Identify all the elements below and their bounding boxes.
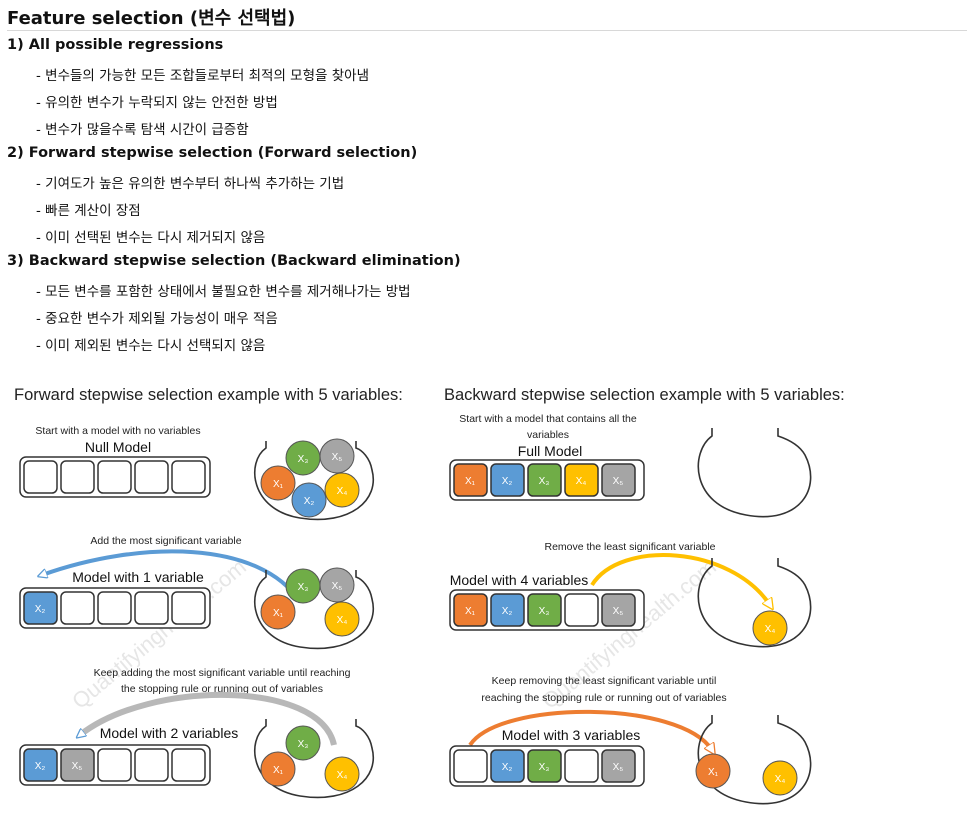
backward-caption-keep-2: reaching the stopping rule or running ou… [481,692,726,704]
backward-model-3-label: Model with 3 variables [502,727,641,743]
backward-full-x5: X₅ [613,476,624,487]
stepwise-selection-diagram: Quantifyinghealth.com Quantifyinghealth.… [14,386,845,805]
backward-bag-3-x4: X₄ [775,774,786,785]
backward-keep-removing-arrow [468,709,712,750]
page-title: Feature selection (변수 선택법) [7,8,296,29]
forward-keep-adding-arrow [80,691,337,746]
backward-full-x1: X₁ [465,476,476,487]
backward-bag-2-variables: X₄ [752,610,788,646]
section-2-item-3: - 이미 선택된 변수는 다시 제거되지 않음 [36,230,266,246]
forward-bag-1-x1: X₁ [273,479,284,490]
section-1-item-1: - 변수들의 가능한 모든 조합들로부터 최적의 모형을 찾아냄 [36,68,369,84]
forward-bag-1-x3: X₃ [298,454,309,465]
backward-full-x2: X₂ [502,476,513,487]
backward-model-3-x3: X₃ [539,762,550,773]
forward-caption-start: Start with a model with no variables [35,425,200,437]
backward-remove-arrow [590,553,770,605]
section-3-item-2: - 중요한 변수가 제외될 가능성이 매우 적음 [36,311,278,327]
backward-caption-start-1: Start with a model that contains all the [459,413,637,425]
forward-bag-2-x1: X₁ [273,608,284,619]
forward-bag-1-variables: X₃ X₅ X₁ X₂ X₄ [260,438,360,518]
forward-model-2-x2: X₂ [35,761,46,772]
backward-model-4-x1: X₁ [465,606,476,617]
forward-model-2-label: Model with 2 variables [100,725,239,741]
backward-model-4-box: X₁ X₂ X₃ X₅ [449,589,645,631]
forward-bag-3 [254,719,375,799]
backward-full-model-box: X₁ X₂ X₃ X₄ X₅ [449,459,645,501]
forward-model-2-x5: X₅ [72,761,83,772]
backward-full-x3: X₃ [539,476,550,487]
section-1-item-2: - 유의한 변수가 누락되지 않는 안전한 방법 [36,95,278,111]
backward-model-3-x5: X₅ [613,762,624,773]
backward-caption-keep-1: Keep removing the least significant vari… [492,675,717,687]
forward-example-title: Forward stepwise selection example with … [14,386,403,404]
section-1-item-3: - 변수가 많을수록 탐색 시간이 급증함 [36,122,249,138]
forward-bag-1 [254,441,375,521]
section-heading-1: 1) All possible regressions [7,37,224,53]
section-heading-3: 3) Backward stepwise selection (Backward… [7,253,461,269]
backward-bag-1 [697,428,812,518]
forward-bag-1-x5: X₅ [332,452,343,463]
backward-caption-start-2: variables [527,429,569,441]
forward-model-2-box: X₂ X₅ [19,744,211,786]
forward-caption-keep-1: Keep adding the most significant variabl… [94,667,351,679]
forward-bag-1-x2: X₂ [304,496,315,507]
forward-bag-2-x3: X₃ [298,582,309,593]
backward-model-3-x2: X₂ [502,762,513,773]
backward-full-model-label: Full Model [518,443,583,459]
backward-model-3-box: X₂ X₃ X₅ [449,745,645,787]
forward-add-arrow [42,549,302,604]
backward-example-title: Backward stepwise selection example with… [444,386,845,404]
forward-model-1-label: Model with 1 variable [72,569,204,585]
forward-bag-2-x5: X₅ [332,581,343,592]
forward-bag-3-x1: X₁ [273,765,284,776]
title-divider [7,30,967,31]
section-heading-2: 2) Forward stepwise selection (Forward s… [7,145,418,161]
forward-model-1-box: X₂ [19,587,211,629]
backward-bag-2-x4: X₄ [765,624,776,635]
backward-bag-3-x1: X₁ [708,767,719,778]
section-3-item-1: - 모든 변수를 포함한 상태에서 불필요한 변수를 제거해나가는 방법 [36,284,411,300]
forward-bag-1-x4: X₄ [337,486,348,497]
forward-caption-keep-2: the stopping rule or running out of vari… [121,683,323,695]
section-2-item-1: - 기여도가 높은 유의한 변수부터 하나씩 추가하는 기법 [36,176,345,192]
backward-bag-3-variables: X₁ X₄ [695,753,798,796]
forward-null-model-label: Null Model [85,439,151,455]
forward-bag-2-x4: X₄ [337,615,348,626]
backward-caption-remove: Remove the least significant variable [544,541,715,553]
section-2-item-2: - 빠른 계산이 장점 [36,203,141,219]
backward-model-4-x5: X₅ [613,606,624,617]
forward-bag-2 [254,570,375,650]
backward-model-4-x2: X₂ [502,606,513,617]
forward-caption-add: Add the most significant variable [90,535,241,547]
backward-model-4-label: Model with 4 variables [450,572,589,588]
backward-bag-2 [697,558,812,648]
section-3-item-3: - 이미 제외된 변수는 다시 선택되지 않음 [36,338,266,354]
backward-model-4-x3: X₃ [539,606,550,617]
forward-bag-3-variables: X₃ X₁ X₄ [260,725,360,792]
forward-bag-3-x3: X₃ [298,739,309,750]
backward-bag-3 [697,715,812,805]
backward-full-x4: X₄ [576,476,587,487]
forward-bag-2-variables: X₃ X₅ X₁ X₄ [260,567,360,637]
forward-null-model-box [19,456,211,498]
forward-bag-3-x4: X₄ [337,770,348,781]
forward-model-1-x2: X₂ [35,604,46,615]
